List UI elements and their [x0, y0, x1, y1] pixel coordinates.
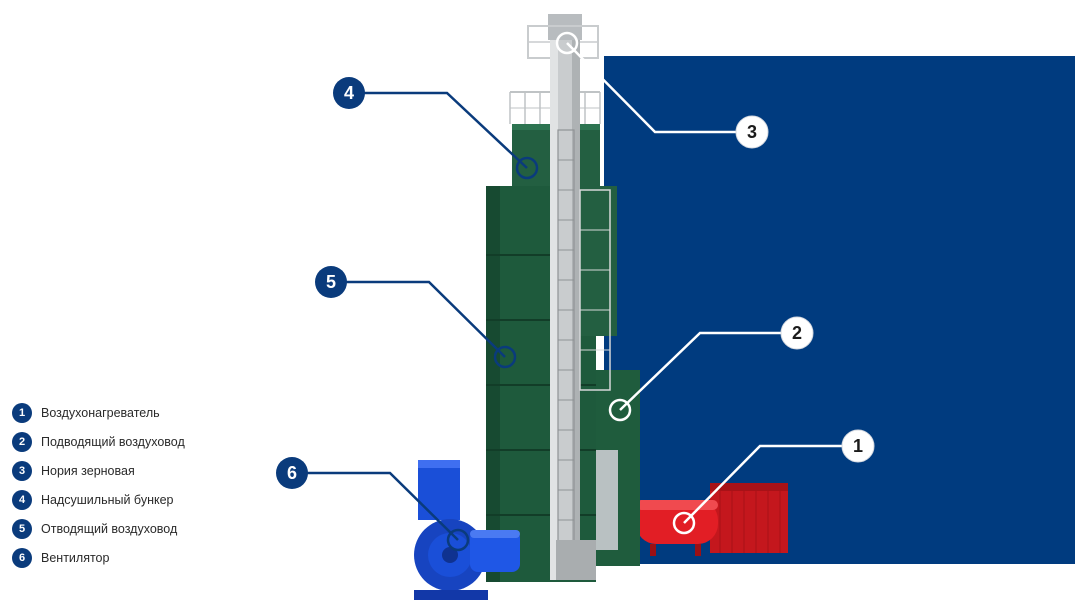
legend: 1 Воздухонагреватель 2 Подводящий воздух…	[12, 398, 272, 572]
legend-item-6: 6 Вентилятор	[12, 543, 272, 572]
callout-number-3: 3	[747, 122, 757, 142]
legend-item-1: 1 Воздухонагреватель	[12, 398, 272, 427]
legend-label: Нория зерновая	[41, 464, 135, 478]
legend-item-5: 5 Отводящий воздуховод	[12, 514, 272, 543]
callout-number-6: 6	[287, 463, 297, 483]
callout-badge-6: 6	[276, 457, 308, 489]
legend-item-4: 4 Надсушильный бункер	[12, 485, 272, 514]
callout-badge-4: 4	[333, 77, 365, 109]
leader-line-3	[567, 43, 752, 132]
legend-number-badge: 3	[12, 461, 32, 481]
leader-line-5	[331, 282, 505, 357]
callout-number-1: 1	[853, 436, 863, 456]
legend-label: Воздухонагреватель	[41, 406, 160, 420]
callout-badge-1: 1	[842, 430, 874, 462]
callout-number-2: 2	[792, 323, 802, 343]
legend-item-2: 2 Подводящий воздуховод	[12, 427, 272, 456]
leader-line-2	[620, 333, 797, 410]
legend-label: Подводящий воздуховод	[41, 435, 185, 449]
legend-label: Надсушильный бункер	[41, 493, 173, 507]
legend-number-badge: 1	[12, 403, 32, 423]
legend-number-badge: 5	[12, 519, 32, 539]
callout-number-5: 5	[326, 272, 336, 292]
legend-number-badge: 4	[12, 490, 32, 510]
legend-item-3: 3 Нория зерновая	[12, 456, 272, 485]
legend-label: Отводящий воздуховод	[41, 522, 177, 536]
legend-number-badge: 6	[12, 548, 32, 568]
leader-line-4	[349, 93, 527, 168]
callout-number-4: 4	[344, 83, 354, 103]
legend-number-badge: 2	[12, 432, 32, 452]
callout-badge-5: 5	[315, 266, 347, 298]
callout-badge-2: 2	[781, 317, 813, 349]
legend-label: Вентилятор	[41, 551, 109, 565]
callout-badge-3: 3	[736, 116, 768, 148]
